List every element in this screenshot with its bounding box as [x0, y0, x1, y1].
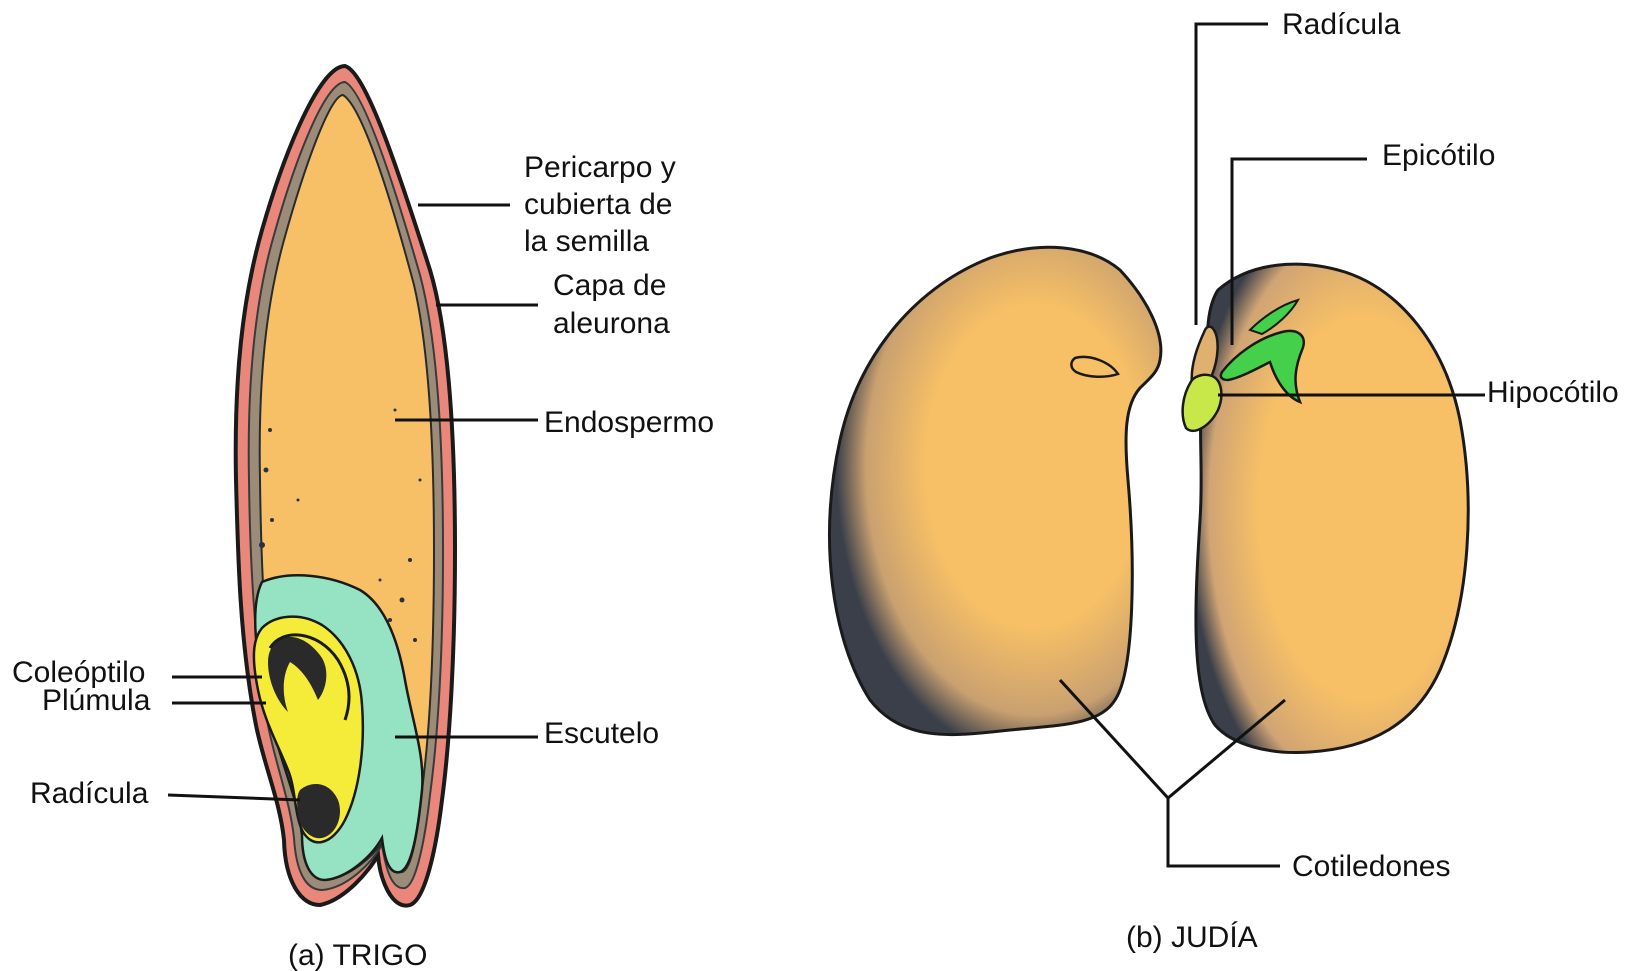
label-epicotyl: Epicótilo	[1382, 139, 1495, 172]
label-pericarp-line2: cubierta de	[524, 188, 672, 221]
caption-wheat: (a) TRIGO	[288, 939, 427, 971]
bean-right-cotyledon	[1196, 264, 1468, 752]
caption-bean: (b) JUDÍA	[1126, 921, 1258, 954]
label-hypocotyl: Hipocótilo	[1487, 376, 1619, 409]
label-plumule: Plúmula	[42, 684, 151, 717]
label-scutellum: Escutelo	[544, 717, 659, 750]
label-wheat-radicle: Radícula	[30, 777, 149, 810]
label-cotyledons: Cotiledones	[1292, 850, 1450, 883]
label-aleurone-line2: aleurona	[553, 307, 670, 340]
label-endosperm: Endospermo	[544, 406, 714, 439]
label-pericarp-line3: la semilla	[524, 225, 649, 258]
bean-left-cotyledon	[830, 247, 1161, 734]
label-bean-radicle: Radícula	[1282, 8, 1401, 41]
label-pericarp-line1: Pericarpo y	[524, 151, 676, 184]
wheat-grain	[236, 66, 455, 906]
bean-seed	[830, 247, 1469, 752]
label-aleurone-line1: Capa de	[553, 269, 666, 302]
